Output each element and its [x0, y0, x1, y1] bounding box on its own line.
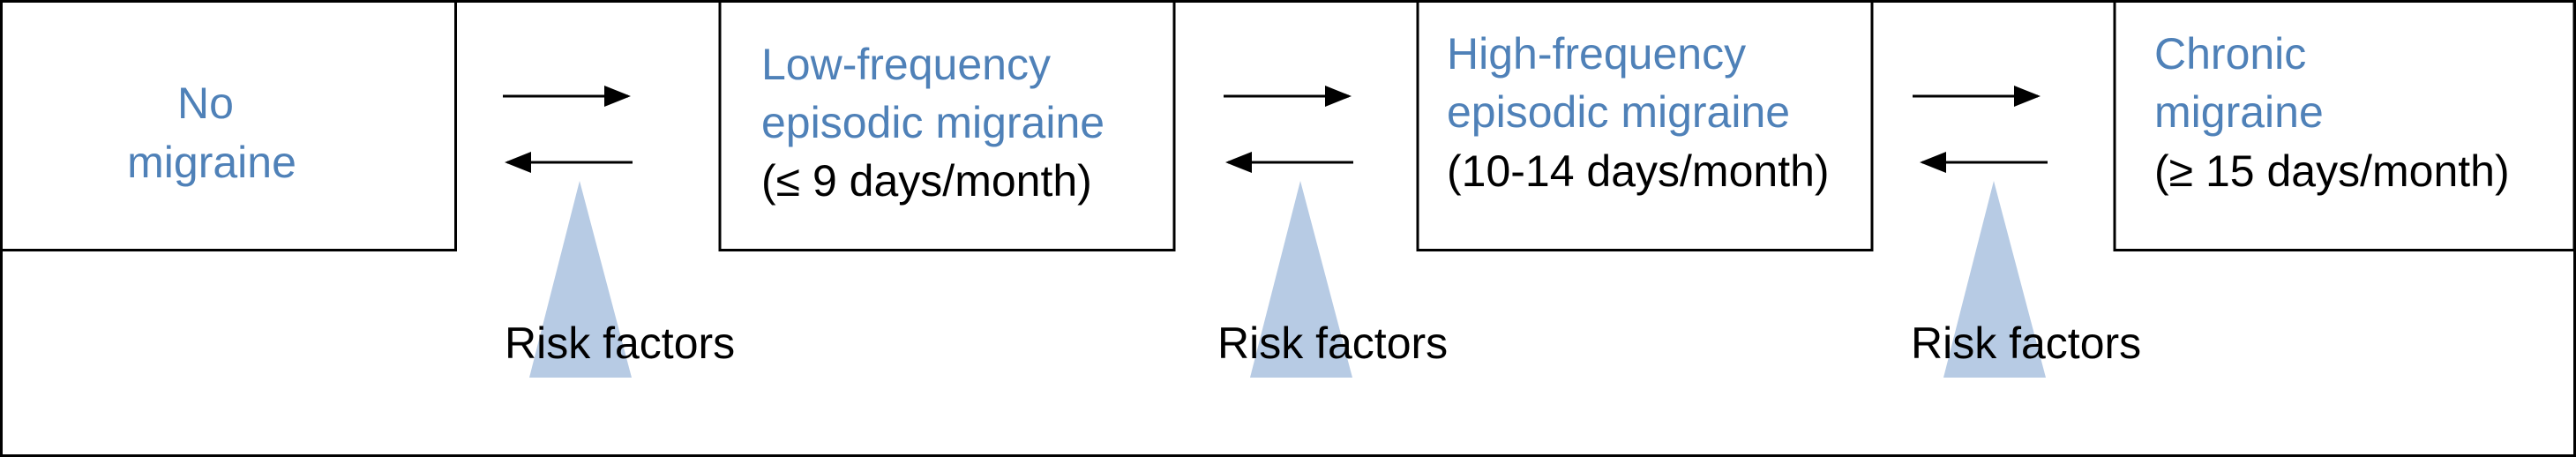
stage-title-line-1: Low-frequency: [761, 40, 1051, 89]
stage-title-line-1: Chronic: [2154, 29, 2306, 79]
risk-triangle-2: [1250, 181, 1352, 378]
transition-arrows-1: [503, 86, 633, 173]
stage-box-chronic: Chronic migraine (≥ 15 days/month): [2113, 0, 2576, 251]
stage-title-line-1: High-frequency: [1447, 29, 1746, 79]
stage-title-line-2: migraine: [127, 138, 296, 187]
stage-frequency-range: (≤ 9 days/month): [761, 156, 1092, 206]
risk-triangle-1: [529, 181, 632, 378]
risk-factors-label-1: Risk factors: [505, 318, 735, 368]
stage-title-line-2: episodic migraine: [1447, 87, 1790, 137]
stage-frequency-range: (10-14 days/month): [1447, 146, 1830, 196]
stage-title-line-2: episodic migraine: [761, 98, 1105, 147]
stage-title-line-1: No: [177, 79, 234, 128]
stage-box-no-migraine: No migraine: [0, 0, 457, 251]
stage-box-low-frequency: Low-frequency episodic migraine (≤ 9 day…: [718, 0, 1176, 251]
risk-factors-label-2: Risk factors: [1217, 318, 1448, 368]
transition-arrows-3: [1913, 86, 2048, 173]
stage-frequency-range: (≥ 15 days/month): [2154, 146, 2510, 196]
stage-box-high-frequency: High-frequency episodic migraine (10-14 …: [1416, 0, 1874, 251]
transition-arrows-2: [1224, 86, 1353, 173]
risk-factors-label-3: Risk factors: [1911, 318, 2141, 368]
stage-title-line-2: migraine: [2154, 87, 2324, 137]
risk-triangle-3: [1943, 181, 2046, 378]
